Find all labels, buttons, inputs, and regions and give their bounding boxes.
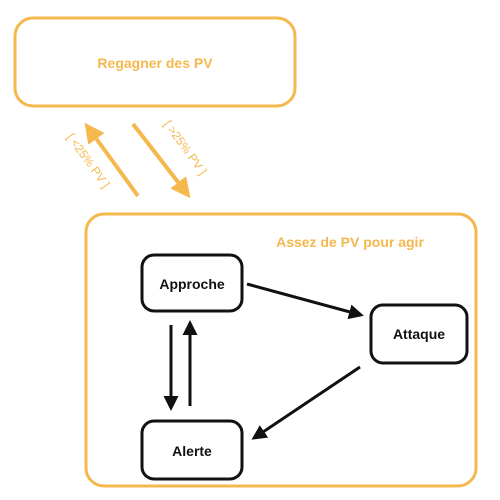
transition-label-low-pv: [ <25% PV ] bbox=[64, 131, 113, 191]
state-alerte: Alerte bbox=[140, 419, 244, 481]
state-regain-pv: Regagner des PV bbox=[13, 16, 297, 108]
state-attaque-label: Attaque bbox=[393, 326, 445, 342]
arrow-attaque-to-alerte bbox=[251, 365, 361, 440]
arrow-to-regain bbox=[84, 122, 140, 198]
state-approche-label: Approche bbox=[159, 276, 225, 292]
state-regain-pv-label: Regagner des PV bbox=[97, 55, 213, 71]
state-attaque: Attaque bbox=[369, 303, 469, 365]
state-enough-pv-label: Assez de PV pour agir bbox=[276, 234, 424, 250]
state-alerte-label: Alerte bbox=[172, 443, 212, 459]
arrow-approche-to-attaque bbox=[246, 282, 364, 320]
arrow-to-enough bbox=[131, 122, 191, 199]
state-approche: Approche bbox=[140, 253, 244, 313]
